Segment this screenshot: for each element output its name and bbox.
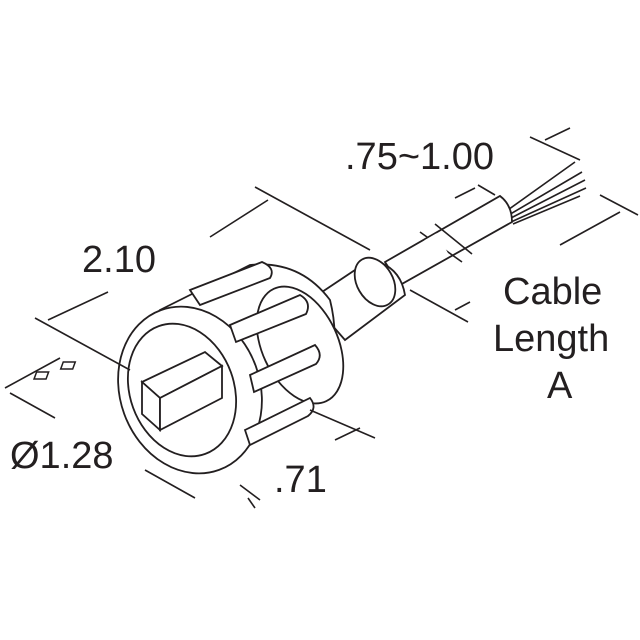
cable: [383, 194, 513, 287]
dimension-lines: [4, 127, 639, 509]
wire-strip-dimension: .75~1.00: [345, 136, 494, 178]
cable-length-label-3: A: [547, 365, 573, 407]
stripped-wires: [504, 161, 587, 225]
cable-length-label-2: Length: [493, 318, 610, 360]
cable-length-label-1: Cable: [503, 271, 603, 313]
length-dimension: 2.10: [82, 239, 156, 281]
nut-width-dimension: .71: [274, 459, 327, 501]
usb-plug: [32, 350, 224, 433]
diameter-dimension: Ø1.28: [10, 435, 114, 477]
